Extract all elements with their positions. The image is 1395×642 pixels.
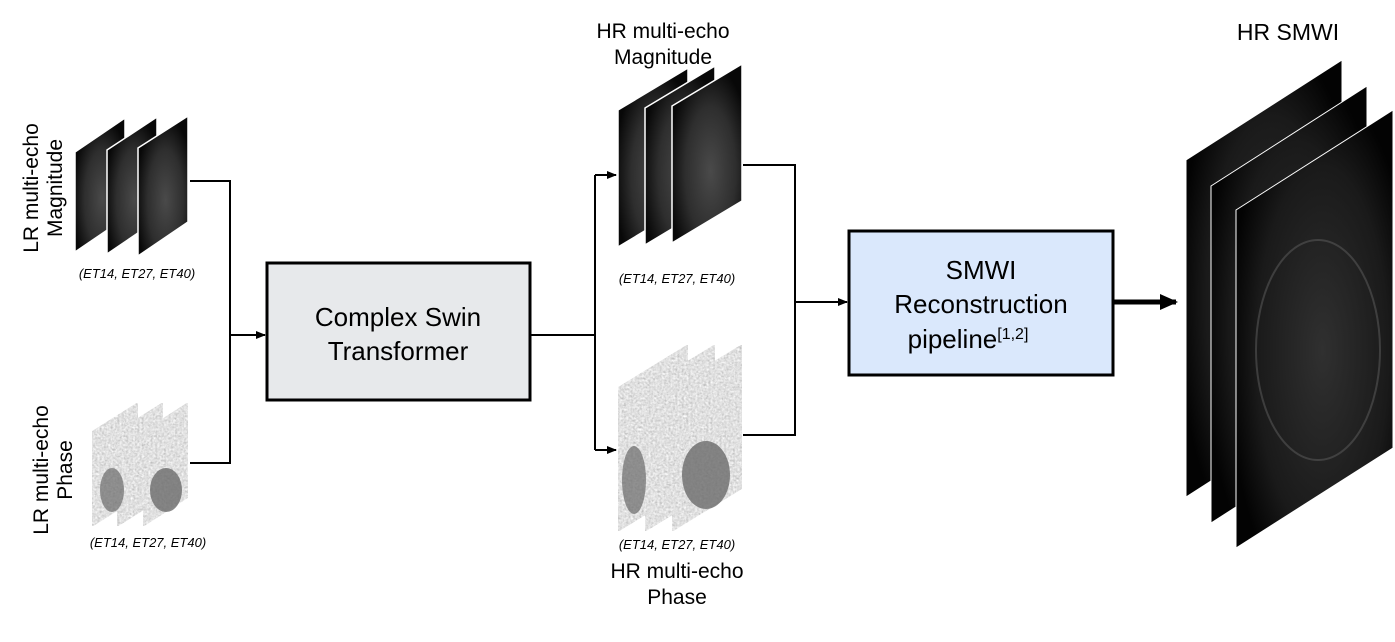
model-label-1: Complex Swin — [315, 302, 481, 332]
hr-phase-label-2: Phase — [647, 586, 707, 609]
smwi-pipeline-box: SMWI Reconstruction pipeline[1,2] — [847, 229, 1115, 377]
lr-magnitude-stack — [74, 114, 189, 258]
hr-magnitude-label-2: Magnitude — [614, 46, 712, 69]
hr-magnitude-caption: (ET14, ET27, ET40) — [619, 271, 735, 286]
hr-smwi-title: HR SMWI — [1237, 19, 1339, 45]
lr-phase-label-1: LR multi-echo — [30, 405, 53, 535]
hr-phase-label-1: HR multi-echo — [610, 560, 743, 583]
complex-swin-transformer-box: Complex Swin Transformer — [265, 261, 532, 402]
lr-phase-stack — [91, 401, 189, 528]
lr-magnitude-label-1: LR multi-echo — [20, 123, 43, 253]
pipeline-label-1: SMWI — [946, 255, 1017, 285]
hr-merge-connector — [743, 164, 796, 436]
lr-magnitude-label-2: Magnitude — [44, 139, 67, 237]
lr-phase-label-2: Phase — [54, 440, 77, 500]
pipeline-reference: [1,2] — [997, 326, 1028, 343]
hr-magnitude-stack — [617, 62, 743, 249]
input-merge-connector — [190, 180, 231, 464]
hr-smwi-stack — [1185, 59, 1394, 549]
model-label-2: Transformer — [328, 336, 469, 366]
pipeline-label-3-text: pipeline — [908, 324, 998, 354]
hr-phase-stack — [617, 343, 743, 533]
model-output-connector — [531, 175, 596, 336]
hr-magnitude-label-1: HR multi-echo — [596, 20, 729, 43]
lr-phase-caption: (ET14, ET27, ET40) — [90, 535, 206, 550]
lr-magnitude-caption: (ET14, ET27, ET40) — [79, 266, 195, 281]
pipeline-label-2: Reconstruction — [894, 289, 1067, 319]
hr-phase-caption: (ET14, ET27, ET40) — [619, 537, 735, 552]
pipeline-label-3: pipeline[1,2] — [908, 324, 1029, 354]
